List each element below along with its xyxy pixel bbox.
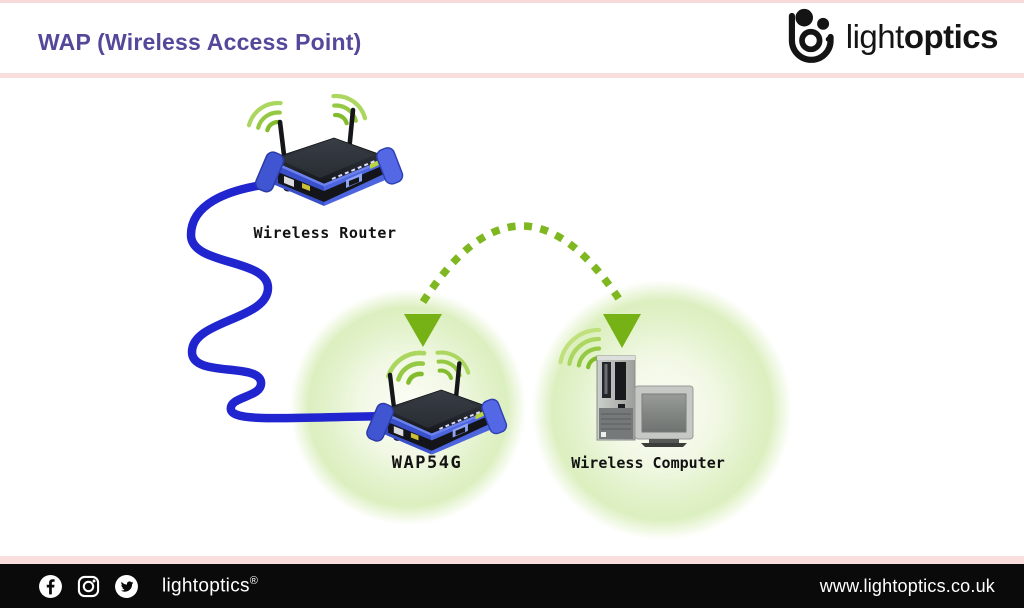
top-pink-stripe: [0, 0, 1024, 3]
brand-logo: lightoptics: [782, 8, 999, 66]
footer-website-link[interactable]: www.lightoptics.co.uk: [819, 575, 995, 596]
wireless-router-device: [254, 110, 405, 206]
lightoptics-logo-text: lightoptics: [845, 18, 999, 56]
arrowhead-to-wap: [404, 314, 442, 347]
computer-label: Wireless Computer: [571, 454, 725, 472]
page-title: WAP (Wireless Access Point): [38, 29, 362, 55]
wireless-computer-device: [596, 355, 694, 448]
footer-brand: lightoptics®: [162, 575, 258, 597]
logo-text-bold: optics: [903, 18, 999, 55]
wap-network-diagram: Wireless Router WAP54G Wireless Computer: [0, 78, 1024, 556]
lightoptics-logo-icon: [788, 8, 834, 63]
router-label: Wireless Router: [253, 224, 397, 242]
footer-left-group: lightoptics®: [38, 574, 258, 599]
facebook-icon[interactable]: [38, 574, 63, 599]
footer-brand-text: lightoptics: [162, 575, 250, 597]
header-divider: [0, 73, 1024, 78]
ethernet-cable: [186, 179, 397, 423]
footer-pink-stripe: [0, 556, 1024, 564]
wap-label: WAP54G: [391, 453, 463, 473]
registered-mark: ®: [249, 574, 259, 587]
page-footer: lightoptics® www.lightoptics.co.uk: [0, 556, 1024, 608]
arrowhead-to-computer: [603, 314, 641, 348]
wireless-link-arc: [404, 222, 641, 348]
twitter-icon[interactable]: [114, 574, 139, 599]
footer-bar: lightoptics® www.lightoptics.co.uk: [0, 564, 1024, 608]
logo-text-light: light: [845, 18, 905, 55]
instagram-icon[interactable]: [76, 574, 101, 599]
